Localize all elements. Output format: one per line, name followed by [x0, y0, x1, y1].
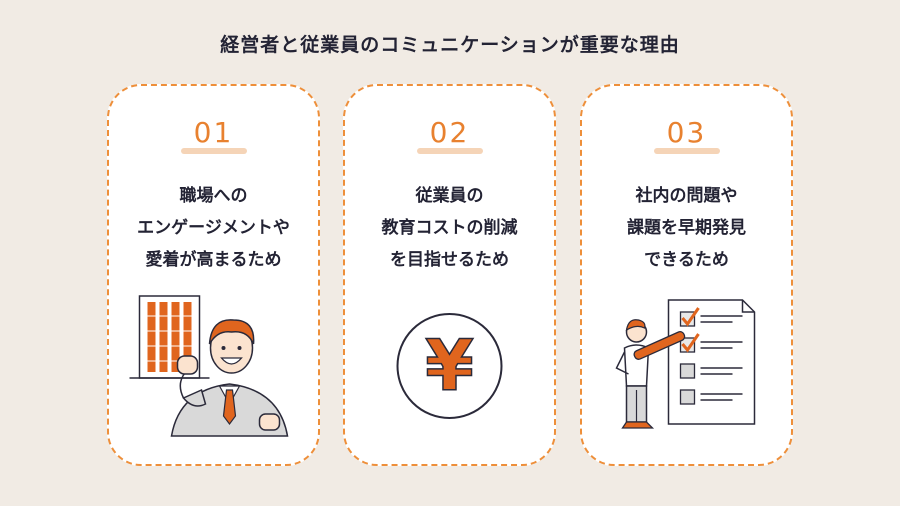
page-title: 経営者と従業員のコミュニケーションが重要な理由	[220, 34, 680, 56]
card-text-line: できるため	[644, 250, 729, 270]
building-icon	[129, 295, 210, 379]
card-text-line: 課題を早期発見	[627, 218, 746, 238]
card-text: 社内の問題や 課題を早期発見 できるため	[582, 180, 791, 276]
card-text-line: 愛着が高まるため	[145, 250, 282, 270]
number-underline	[653, 148, 720, 154]
card-text-line: エンゲージメントや	[137, 218, 290, 238]
card-number: 02	[429, 116, 470, 149]
card-number: 03	[666, 116, 707, 149]
number-underline	[180, 148, 247, 154]
card-text-line: 従業員の	[415, 186, 484, 206]
number-underline	[416, 148, 483, 154]
reason-card-1: 01 職場への エンゲージメントや 愛着が高まるため	[107, 84, 320, 466]
yen-symbol: ¥	[425, 325, 474, 407]
yen-coin-icon: ¥	[396, 313, 503, 419]
card-text: 職場への エンゲージメントや 愛着が高まるため	[109, 180, 318, 276]
checklist-icon	[667, 299, 756, 425]
reason-card-2: 02 従業員の 教育コストの削減 を目指せるため ¥	[343, 84, 556, 466]
card-number: 01	[193, 116, 234, 149]
card-text-line: 社内の問題や	[635, 186, 738, 206]
person-icon	[615, 319, 686, 429]
office-worker-fist-pump-illustration	[129, 295, 289, 437]
card-text-line: 教育コストの削減	[381, 218, 518, 238]
card-text-line: を目指せるため	[390, 250, 509, 270]
man-icon	[170, 319, 289, 437]
checklist-person-illustration	[615, 299, 756, 429]
reason-card-3: 03 社内の問題や 課題を早期発見 できるため	[580, 84, 793, 466]
card-text-line: 職場への	[179, 186, 248, 206]
card-text: 従業員の 教育コストの削減 を目指せるため	[345, 180, 554, 276]
